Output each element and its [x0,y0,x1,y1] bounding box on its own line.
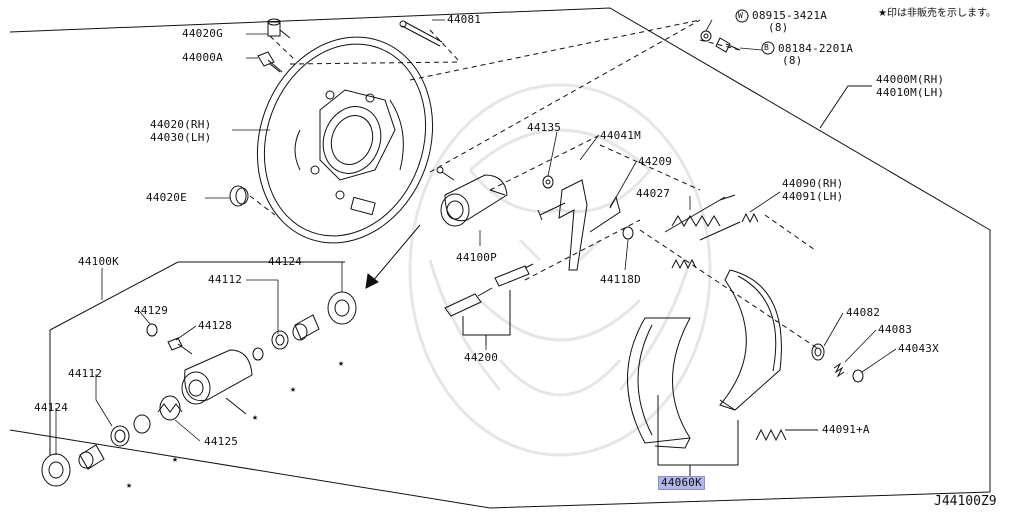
plug-44020E [229,185,249,207]
spring-44125-left [157,395,183,421]
leader-44000M [819,85,872,129]
svg-text:★: ★ [290,384,296,395]
pin-44043X [852,369,864,383]
part-44128[interactable]: 44128 [198,319,233,332]
wheel-cylinder-44100P [436,166,508,227]
part-08915-qty: (8) [768,21,789,34]
part-44125[interactable]: 44125 [204,435,239,448]
diagram-code: J44100Z9 [934,494,997,509]
part-44112-lower[interactable]: 44112 [68,367,103,380]
spring-44090 [699,212,759,241]
part-44090-rh[interactable]: 44090(RH) [782,177,844,190]
part-44124-upper[interactable]: 44124 [268,255,303,268]
part-44000M-rh[interactable]: 44000M(RH) [876,73,945,86]
part-44082[interactable]: 44082 [846,306,881,319]
part-08915-3421A[interactable]: 08915-3421A [752,9,828,22]
w-mark: W [738,11,744,20]
part-44129[interactable]: 44129 [134,304,169,317]
bolt-08184 [715,37,741,53]
part-44020G[interactable]: 44020G [182,27,223,40]
adjuster-44200 [444,263,534,345]
svg-text:★: ★ [172,454,178,465]
washer-44118D [622,226,634,240]
part-44027[interactable]: 44027 [636,187,671,200]
washer-08915 [700,30,712,42]
dashed-guides [249,19,821,351]
part-44060K-highlighted[interactable]: 44060K [658,476,705,490]
part-44083[interactable]: 44083 [878,323,913,336]
shoe-leader [657,395,739,478]
part-44010M-lh[interactable]: 44010M(LH) [876,86,945,99]
part-44200[interactable]: 44200 [464,351,499,364]
assembly-frame [9,7,991,509]
part-44081[interactable]: 44081 [447,13,482,26]
non-sale-note: ★印は非販売を示します。 [878,8,996,19]
pin-44081 [399,20,443,47]
spring-44125-right [252,347,264,361]
bleeder-44128 [167,337,193,355]
part-44135[interactable]: 44135 [527,121,562,134]
part-44091A[interactable]: 44091+A [822,423,870,436]
non-sale-marks: ★ ★ ★ ★ ★ [126,358,344,491]
washer-44135 [542,175,554,189]
spring-44091A [755,428,818,442]
part-08184-qty: (8) [782,54,803,67]
wheel-cylinder-kit-frame [49,261,345,455]
bolt-44000A [257,51,283,73]
boot-left [78,444,105,470]
cylinder-body [181,349,253,415]
circled-marks [735,9,775,55]
part-44209[interactable]: 44209 [638,155,673,168]
part-44112-upper[interactable]: 44112 [208,273,243,286]
leader-lines [55,19,897,455]
part-44041M[interactable]: 44041M [600,129,641,142]
part-44100P[interactable]: 44100P [456,251,497,264]
part-08184-2201A[interactable]: 08184-2201A [778,42,854,55]
brake-shoe-front [627,317,691,449]
piston-left [110,425,130,447]
watermark-emblem [408,83,712,457]
part-44118D[interactable]: 44118D [600,273,641,286]
part-44030-lh[interactable]: 44030(LH) [150,131,212,144]
cup-44112-right [271,330,289,350]
part-44100K[interactable]: 44100K [78,255,119,268]
part-44020E[interactable]: 44020E [146,191,187,204]
bolt-44020G [267,18,291,39]
direction-arrow [365,224,421,289]
cup-44112-left [133,414,151,434]
brake-shoe-rear [719,269,782,411]
part-44091-lh[interactable]: 44091(LH) [782,190,844,203]
svg-text:★: ★ [338,358,344,369]
piston-right [292,314,320,341]
spring-44027 [664,194,736,233]
svg-text:★: ★ [252,412,258,423]
part-44043X[interactable]: 44043X [898,342,939,355]
part-44000A[interactable]: 44000A [182,51,223,64]
retainer-44082 [811,343,825,361]
spring-44083 [833,362,845,378]
part-44020-rh[interactable]: 44020(RH) [150,118,212,131]
part-44124-lower[interactable]: 44124 [34,401,69,414]
b-mark: B [764,43,770,52]
lever-44041M [537,179,588,271]
cap-44129 [146,323,158,337]
backing-plate [256,36,434,244]
seal-44124-left [41,453,71,487]
svg-text:★: ★ [126,480,132,491]
seal-44124-right [327,291,357,325]
spring-lower [671,258,697,270]
